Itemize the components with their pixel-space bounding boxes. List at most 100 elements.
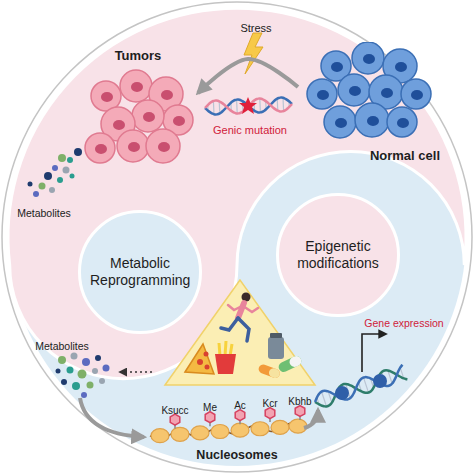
- process-circle: Metabolic Reprogramming: [78, 210, 201, 333]
- nucleosome-disc: [251, 422, 269, 436]
- cell-nucleus: [161, 90, 173, 100]
- helix-rung: [282, 98, 284, 111]
- helix-strand: [315, 365, 403, 402]
- cell-nucleus: [128, 142, 140, 152]
- metabolite-dot: [44, 172, 52, 180]
- cell: [387, 107, 417, 137]
- metabolite-dot: [81, 392, 87, 398]
- metabolite-dots: [28, 148, 83, 197]
- metabolite-dot: [74, 148, 82, 156]
- cell: [355, 103, 389, 137]
- cell: [352, 42, 384, 74]
- modification-hexagon: [295, 406, 305, 417]
- process-circle: Epigenetic modifications: [276, 193, 399, 316]
- metabolite-dot: [70, 174, 75, 179]
- expression-arrow: [362, 334, 386, 372]
- metabolite-dot: [61, 379, 67, 385]
- modification-label: Ksucc: [161, 405, 188, 416]
- modification-label: Me: [203, 402, 217, 413]
- metabolite-dot: [92, 368, 98, 374]
- cell-nucleus: [395, 62, 407, 72]
- dna-helix: [205, 98, 292, 115]
- metabolite-dot: [58, 356, 66, 364]
- metabolite-dot: [99, 378, 105, 384]
- metabolite-label: Metabolites: [17, 207, 71, 219]
- cell-nucleus: [367, 116, 379, 126]
- cell-nucleus: [335, 118, 347, 128]
- cell-nucleus: [363, 54, 375, 64]
- cell-nucleus: [113, 120, 125, 130]
- metabolite-dots: [56, 353, 110, 399]
- mutation-label: Genic mutation: [213, 124, 287, 136]
- histone-ball: [335, 386, 349, 400]
- helix-rung: [322, 392, 327, 407]
- cell-nucleus: [95, 144, 107, 154]
- cell-nucleus: [331, 62, 343, 72]
- cell-nucleus: [173, 116, 185, 126]
- blue-region: [8, 8, 466, 466]
- stress-label: Stress: [240, 22, 271, 34]
- cell-nucleus: [143, 112, 155, 122]
- mutation-star: [239, 97, 257, 114]
- tumor-cluster: Tumors: [78, 48, 198, 168]
- metabolite-dot: [78, 370, 87, 379]
- nucleosome-row: [150, 406, 307, 443]
- helix-rung: [363, 377, 368, 392]
- food-icon: [185, 341, 236, 374]
- metabolite-dot: [63, 167, 70, 174]
- metabolite-dot: [57, 177, 63, 183]
- stress-bolt: [244, 33, 263, 74]
- cell: [307, 79, 337, 109]
- helix-strand: [315, 370, 407, 406]
- circle-label: Epigenetic modifications: [288, 238, 388, 272]
- metabolite-dot: [87, 382, 94, 389]
- cell: [401, 79, 431, 109]
- metabolite-dot: [95, 355, 101, 361]
- helix-rung: [236, 100, 238, 114]
- nucleosome-label: Nucleosomes: [196, 448, 277, 462]
- nucleosome-disc: [211, 425, 229, 439]
- node-heading: Tumors: [78, 48, 198, 64]
- cell: [132, 100, 164, 132]
- cell-nucleus: [158, 142, 170, 152]
- cell: [120, 70, 152, 102]
- flow-arrow: [80, 398, 144, 437]
- cell-nucleus: [101, 92, 113, 102]
- metabolite-dot: [56, 369, 61, 374]
- cell-nucleus: [317, 90, 329, 100]
- cell: [324, 106, 356, 138]
- metabolite-dot: [33, 191, 39, 197]
- helix-rung: [213, 101, 215, 114]
- metabolite-dot: [28, 182, 33, 187]
- circle-label: Metabolic Reprogramming: [90, 255, 190, 289]
- cell-shape: [78, 68, 198, 168]
- metabolite-dot: [72, 382, 80, 390]
- metabolite-dot: [67, 367, 74, 374]
- modification-hexagon: [205, 412, 215, 423]
- histone-ball: [373, 374, 387, 388]
- cell-nucleus: [411, 90, 423, 100]
- nucleosome-disc: [171, 427, 189, 441]
- flow-arrow: [304, 410, 318, 428]
- nucleosome-disc: [271, 420, 289, 434]
- metabolite-dot: [52, 165, 58, 171]
- metabolite-dot: [58, 154, 66, 162]
- metabolite-dot: [39, 183, 46, 190]
- cell: [338, 74, 370, 106]
- metabolite-dot: [82, 358, 90, 366]
- node-heading: Normal cell: [298, 148, 440, 164]
- metabolite-dot: [103, 365, 110, 372]
- metabolite-dot: [71, 353, 78, 360]
- cell: [117, 130, 149, 162]
- dotted-arrow: [120, 371, 152, 373]
- metabolite-dot: [49, 187, 55, 193]
- helix-strand: [205, 98, 292, 115]
- metabolite-dot: [67, 157, 73, 163]
- cell-nucleus: [381, 88, 393, 98]
- expression-label: Gene expression: [364, 317, 443, 329]
- helix-rung: [259, 99, 261, 113]
- pill-icon: [257, 333, 303, 379]
- cell: [85, 133, 115, 163]
- modification-hexagon: [170, 414, 180, 425]
